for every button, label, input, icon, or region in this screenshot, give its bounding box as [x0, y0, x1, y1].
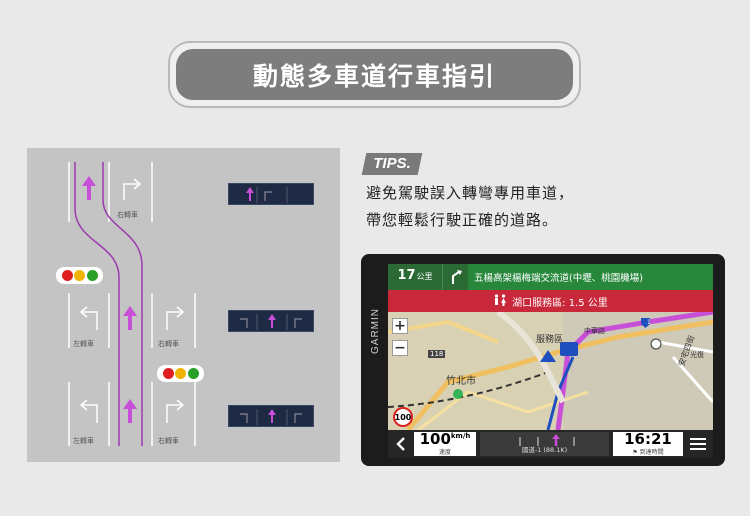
zoom-in-button[interactable]: + — [392, 318, 408, 334]
eta-caption-text: 到達時間 — [639, 449, 664, 456]
speed-value: 100 — [419, 430, 451, 448]
eta-field[interactable]: 16:21 ⚑ 到達時間 — [613, 432, 683, 456]
distance-unit: 公里 — [416, 272, 433, 281]
speed-field[interactable]: 100km/h 速度 — [414, 432, 476, 456]
top-right-turn-arrow — [123, 178, 142, 200]
lane-chip-mid — [228, 310, 314, 332]
gps-device: GARMIN 17 公里 五楊高架楊梅端交流道(中壢、桃園機場) — [361, 254, 725, 466]
restroom-icon — [493, 293, 507, 309]
tips-line-1: 避免駕駛誤入轉彎專用車道， — [366, 184, 575, 202]
tips-badge-text: TIPS. — [373, 155, 411, 172]
speed-caption: 速度 — [438, 449, 451, 456]
traffic-light-upper — [56, 267, 103, 284]
bottom-straight-arrow — [123, 399, 137, 423]
lane-chip-top-icons — [246, 187, 288, 203]
map-road-label-2: 光復 — [690, 351, 704, 359]
back-button[interactable] — [388, 430, 414, 458]
title-banner-inner: 動態多車道行車指引 — [176, 49, 573, 100]
menu-icon-line-3 — [690, 448, 706, 450]
current-road: 國道-1 (88.1K) — [521, 446, 568, 454]
next-street-name: 五楊高架楊梅端交流道(中壢、桃園機場) — [474, 273, 643, 284]
lane-chip-mid-icons — [240, 314, 302, 330]
map-city-label: 竹北市 — [446, 376, 476, 387]
bottom-info-bar: 100km/h 速度 國道-1 (88.1K) 16:21 ⚑ 到達時間 — [388, 430, 713, 458]
lane-assist-icons — [518, 434, 575, 446]
speed-readout: 100km/h — [420, 432, 471, 447]
lane-chip-top — [228, 183, 314, 205]
label-left-turn-bottom: 左轉車 — [73, 437, 94, 445]
speed-limit-sign: 100 — [393, 407, 413, 427]
menu-icon-line-2 — [690, 443, 706, 445]
map-graphic — [388, 309, 713, 432]
flag-icon: ⚑ — [632, 449, 640, 456]
menu-icon-line-1 — [690, 438, 706, 440]
gps-screen: 17 公里 五楊高架楊梅端交流道(中壢、桃園機場) 湖口服務區: 1.5 公里 — [388, 264, 713, 458]
lane-diagram: 右轉車 左轉車 右轉車 左轉車 右轉車 — [27, 148, 340, 462]
label-right-turn-mid: 右轉車 — [158, 340, 179, 348]
keep-right-icon — [442, 264, 468, 290]
back-chevron-icon — [396, 437, 405, 451]
service-area-text: 湖口服務區: 1.5 公里 — [512, 297, 608, 309]
eta-caption: ⚑ 到達時間 — [632, 447, 663, 456]
menu-button[interactable] — [683, 430, 713, 458]
bottom-left-turn-arrow — [79, 399, 98, 423]
lane-chip-bottom — [228, 405, 314, 427]
map-road-number: 118 — [428, 350, 446, 358]
zoom-out-button[interactable]: − — [392, 340, 408, 356]
top-straight-arrow — [82, 176, 96, 200]
title-banner: 動態多車道行車指引 — [168, 41, 581, 108]
speed-unit: km/h — [450, 432, 471, 440]
bottom-right-turn-arrow — [166, 399, 185, 423]
lane-lines — [68, 162, 196, 446]
lane-diagram-graphic — [68, 162, 196, 446]
nav-next-turn-bar[interactable]: 17 公里 五楊高架楊梅端交流道(中壢、桃園機場) — [388, 264, 713, 290]
lane-assist-field[interactable]: 國道-1 (88.1K) — [480, 432, 609, 456]
eta-value: 16:21 — [624, 430, 672, 448]
mid-right-turn-arrow — [166, 306, 185, 330]
traffic-light-lower — [157, 365, 204, 382]
service-area-bar[interactable]: 湖口服務區: 1.5 公里 — [388, 290, 713, 312]
map-road-label-1: 中華路 — [584, 327, 605, 335]
brand-logo: GARMIN — [370, 308, 381, 354]
tips-badge: TIPS. — [361, 153, 423, 175]
mid-left-turn-arrow — [79, 306, 98, 330]
tips-line-2: 帶您輕鬆行駛正確的道路。 — [366, 211, 559, 229]
distance-value: 17 — [397, 268, 416, 283]
label-left-turn-mid: 左轉車 — [73, 340, 94, 348]
map-service-label: 服務區 — [536, 335, 564, 345]
map-view[interactable]: + − 100 竹北市 服務區 中華路 光復 安宅四街 118 1 — [388, 309, 713, 432]
lane-chip-bottom-icons — [240, 409, 302, 425]
label-right-turn-top: 右轉車 — [117, 211, 138, 219]
label-right-turn-bottom: 右轉車 — [158, 437, 179, 445]
page-title: 動態多車道行車指引 — [252, 61, 496, 91]
guide-path — [74, 162, 143, 446]
mid-straight-arrow — [123, 306, 137, 330]
map-shield-number: 1 — [647, 319, 651, 326]
next-turn-distance: 17 公里 — [388, 264, 442, 290]
